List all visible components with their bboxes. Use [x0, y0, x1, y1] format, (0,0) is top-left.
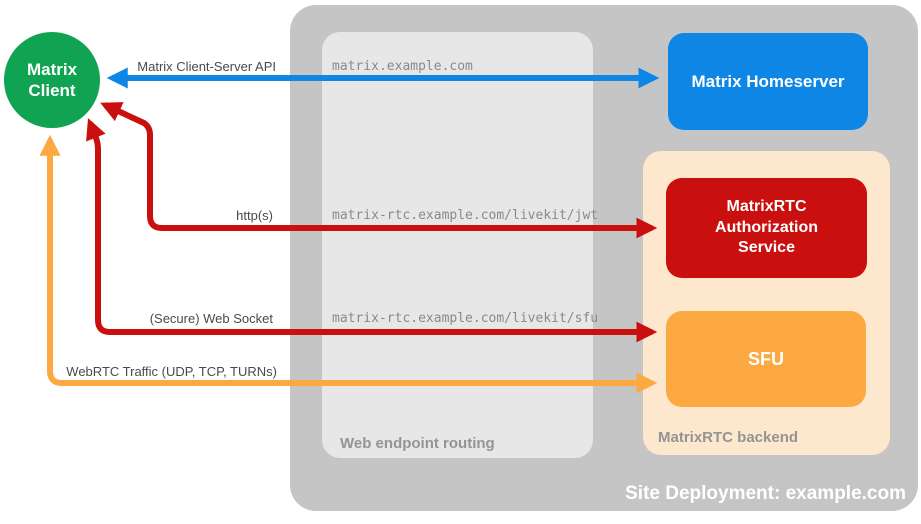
web-endpoint-routing-container: [322, 32, 593, 458]
label-secure-websocket: (Secure) Web Socket: [149, 311, 273, 326]
endpoint-livekit-jwt: matrix-rtc.example.com/livekit/jwt: [332, 208, 599, 223]
endpoint-livekit-sfu: matrix-rtc.example.com/livekit/sfu: [332, 311, 599, 326]
matrixrtc-auth-service-node: MatrixRTC Authorization Service: [666, 178, 867, 278]
label-https: http(s): [236, 208, 273, 223]
web-endpoint-routing-label: Web endpoint routing: [340, 435, 495, 452]
site-deployment-label: Site Deployment: example.com: [625, 483, 906, 504]
label-client-server-api: Matrix Client-Server API: [137, 59, 276, 74]
matrixrtc-backend-label: MatrixRTC backend: [658, 429, 799, 446]
matrix-homeserver-node: Matrix Homeserver: [668, 33, 868, 130]
matrix-client-label: Matrix Client: [26, 59, 78, 100]
label-webrtc-traffic: WebRTC Traffic (UDP, TCP, TURNs): [66, 364, 277, 379]
endpoint-matrix-example: matrix.example.com: [332, 59, 473, 74]
matrixrtc-auth-service-label: MatrixRTC Authorization Service: [714, 197, 819, 257]
sfu-label: SFU: [748, 348, 784, 369]
matrix-homeserver-label: Matrix Homeserver: [691, 71, 845, 91]
matrix-client-node: Matrix Client: [4, 32, 100, 128]
sfu-node: SFU: [666, 311, 866, 407]
